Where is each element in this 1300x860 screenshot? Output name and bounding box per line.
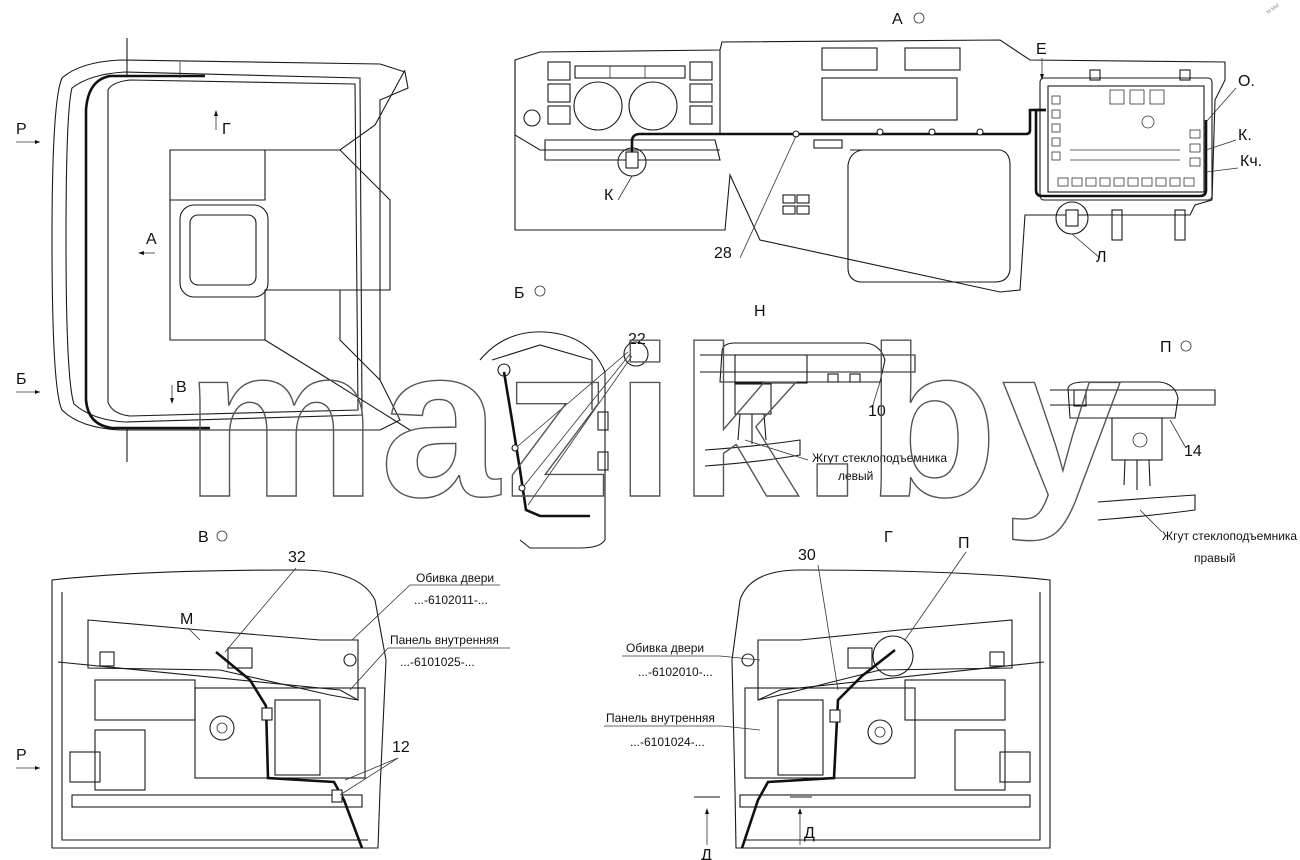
view-a-label-k-dot: К. [1238, 127, 1252, 144]
view-a-label-28: 28 [714, 245, 732, 262]
view-n-harness-line1: Жгут стеклоподъемника [812, 451, 947, 465]
view-p-title: П [1160, 339, 1172, 356]
view-v-marker-icon [216, 530, 228, 542]
view-g-trim-code: ...-6102010-... [638, 665, 713, 679]
watermark-text: mazik.by [185, 301, 1125, 542]
view-g-title: Г [884, 529, 893, 546]
view-n: Н 10 Жгут стеклоподъемника левый [700, 303, 947, 483]
view-p-marker-icon [1180, 340, 1192, 352]
fuse-box-connectors [1051, 89, 1201, 187]
view-p-harness-line2: правый [1194, 551, 1236, 565]
view-a-marker-icon [913, 12, 925, 24]
view-n-label-10: 10 [868, 403, 886, 420]
corner-mark: M Mid [1266, 3, 1281, 16]
view-g-trim-name: Обивка двери [626, 641, 704, 655]
view-v-title: В [198, 529, 209, 546]
top-label-g: Г [222, 121, 231, 138]
view-g-label-d1: Д [701, 847, 712, 860]
view-g-panel-name: Панель внутренняя [606, 711, 715, 725]
top-label-b: Б [16, 371, 27, 388]
view-a-label-kch: Кч. [1240, 153, 1262, 170]
view-n-title: Н [754, 303, 766, 320]
top-view: Р Г А Б В [16, 38, 411, 462]
view-b-marker-icon [534, 285, 546, 297]
view-n-harness-line2: левый [838, 469, 873, 483]
view-v-label-m: М [180, 611, 193, 628]
view-p-harness-line1: Жгут стеклоподъемника [1162, 529, 1297, 543]
view-g-right-door: Г 30 П Д Д Обивка двери ...-6102010-... [604, 529, 1051, 860]
view-b: Б 22 [479, 285, 649, 549]
view-a-label-l: Л [1096, 249, 1107, 266]
view-g-label-30: 30 [798, 547, 816, 564]
top-label-a: А [146, 231, 157, 248]
view-p: П 14 Жгут стеклоподъемника правый [1050, 339, 1297, 565]
view-b-label-22: 22 [628, 331, 646, 348]
view-v-left-door: В 32 М 12 Р Обивка двери ...-6102011-... [16, 529, 510, 849]
view-a-title: А [892, 11, 903, 28]
view-v-trim-name: Обивка двери [416, 571, 494, 585]
view-v-label-32: 32 [288, 549, 306, 566]
view-v-panel-code: ...-6101025-... [400, 655, 475, 669]
view-a-label-k: К [604, 187, 614, 204]
top-label-p: Р [16, 121, 27, 138]
view-v-label-p: Р [16, 747, 27, 764]
view-v-trim-code: ...-6102011-... [414, 593, 488, 607]
view-g-panel-code: ...-6101024-... [630, 735, 705, 749]
view-b-title: Б [514, 285, 525, 302]
view-g-label-d2: Д [804, 825, 815, 842]
view-a-label-e: Е [1036, 41, 1047, 58]
top-label-v: В [176, 379, 187, 396]
view-a-dashboard: А [514, 11, 1262, 293]
view-v-label-12: 12 [392, 739, 410, 756]
view-g-label-p: П [958, 535, 970, 552]
view-a-label-o: О. [1238, 73, 1255, 90]
view-p-label-14: 14 [1184, 443, 1202, 460]
view-v-panel-name: Панель внутренняя [390, 633, 499, 647]
